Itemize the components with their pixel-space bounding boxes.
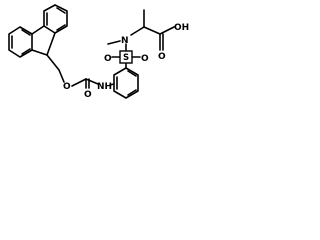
carbamate-chain (46, 54, 99, 89)
ester-oxygen-label: O (63, 82, 71, 92)
fluorene-left-ring (8, 26, 33, 58)
sulfonyl-group (111, 43, 141, 69)
nitrogen-label: N (121, 36, 129, 46)
fluorene-five-ring (31, 25, 56, 56)
aryl-ring (109, 67, 139, 99)
sulfonyl-oxygen-left-label: O (104, 54, 112, 64)
sulfur-box (119, 50, 133, 64)
hydroxyl-label: OH (174, 23, 189, 33)
alanine-chain (107, 9, 175, 51)
amide-nh-label: NH (97, 82, 112, 92)
sulfur-label: S (123, 53, 129, 63)
molecule-canvas: O O NH S O O N OH O (0, 0, 207, 130)
acid-oxygen-label: O (158, 52, 166, 62)
fluorene-right-ring (43, 4, 68, 34)
carbonyl-oxygen-label: O (84, 90, 92, 100)
molecule-drawing: O O NH S O O N OH O (8, 4, 189, 100)
sulfonyl-oxygen-right-label: O (141, 54, 149, 64)
